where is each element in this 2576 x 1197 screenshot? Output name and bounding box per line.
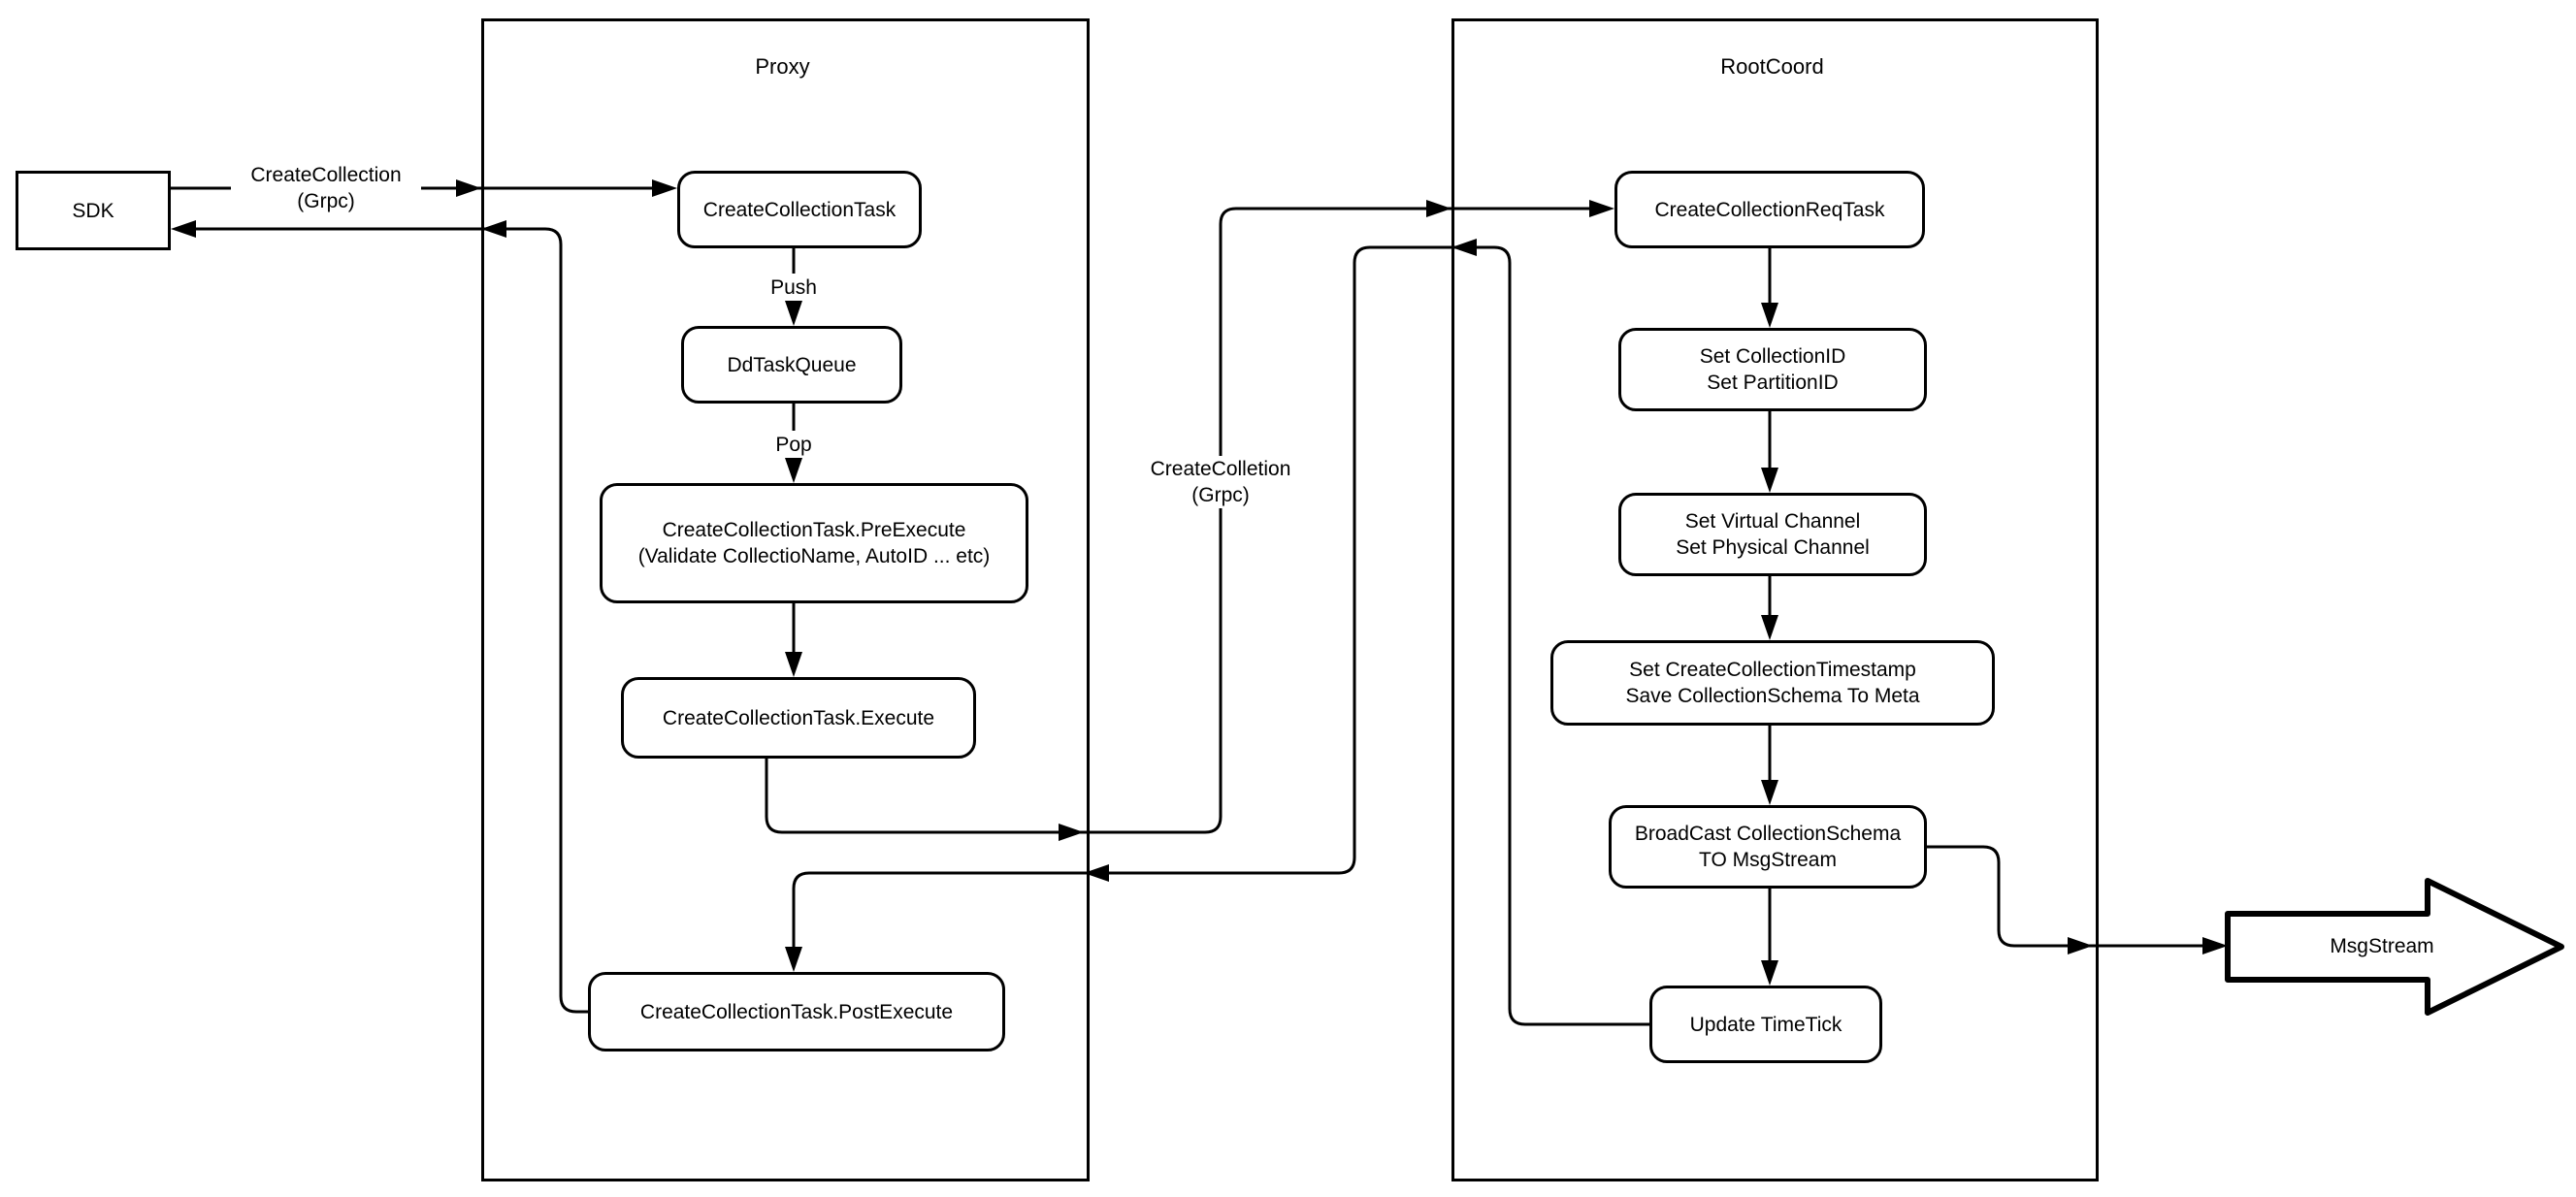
edge-label-create-collection-grpc: CreateCollection (Grpc) [231,162,421,214]
sdk-call-line1: CreateCollection [250,164,402,186]
pop-label: Pop [775,433,812,456]
node-dd-task-queue: DdTaskQueue [681,326,902,404]
edge-broadcast-to-msgstream [1927,845,2222,948]
edge-timetick-to-postexecute [792,245,1649,1026]
node-update-timetick: Update TimeTick [1649,986,1882,1063]
container-proxy [481,18,1090,1181]
node-sdk: SDK [16,171,171,250]
node-broadcast-collection-schema: BroadCast CollectionSchema TO MsgStream [1609,805,1927,889]
node-set-collection-partition-id: Set CollectionID Set PartitionID [1618,328,1927,411]
sdk-label: SDK [72,199,114,222]
proxy-call-line2: (Grpc) [1191,484,1250,506]
create-collection-task-label: CreateCollectionTask [702,198,897,221]
edge-execute-to-reqtask [765,207,1609,834]
node-create-collection-task: CreateCollectionTask [677,171,922,248]
post-execute-label: CreateCollectionTask.PostExecute [639,1000,954,1023]
proxy-call-line1: CreateColletion [1150,458,1291,480]
pre-execute-line1: CreateCollectionTask.PreExecute [662,519,966,541]
node-pre-execute: CreateCollectionTask.PreExecute (Validat… [600,483,1028,603]
update-timetick-label: Update TimeTick [1689,1013,1842,1036]
edge-label-pop: Pop [761,431,827,458]
node-post-execute: CreateCollectionTask.PostExecute [588,972,1005,1051]
node-create-collection-req-task: CreateCollectionReqTask [1614,171,1925,248]
set-channels-line2: Set Physical Channel [1676,536,1870,559]
arrowheads [171,179,2228,986]
pre-execute-line2: (Validate CollectioName, AutoID ... etc) [637,545,991,567]
msgstream-text: MsgStream [2330,935,2434,957]
broadcast-line2: TO MsgStream [1699,849,1837,871]
edge-label-create-colletion-grpc: CreateColletion (Grpc) [1125,456,1316,508]
push-label: Push [770,275,817,299]
proxy-title: Proxy [755,54,810,79]
set-timestamp-line1: Set CreateCollectionTimestamp [1629,659,1916,681]
edge-postexecute-to-sdk [177,227,588,1014]
sdk-call-line2: (Grpc) [297,190,355,212]
dd-task-queue-label: DdTaskQueue [727,353,857,376]
msgstream-label: MsgStream [2232,930,2532,963]
set-ids-line2: Set PartitionID [1707,372,1839,394]
msgstream-arrow-shape [2225,878,2564,1016]
edge-label-push: Push [757,274,831,301]
node-set-virtual-physical-channel: Set Virtual Channel Set Physical Channel [1618,493,1927,576]
rootcoord-title: RootCoord [1720,54,1824,79]
req-task-label: CreateCollectionReqTask [1654,198,1885,221]
set-channels-line1: Set Virtual Channel [1684,510,1861,533]
node-set-timestamp-save-schema: Set CreateCollectionTimestamp Save Colle… [1550,640,1995,726]
broadcast-line1: BroadCast CollectionSchema [1634,823,1902,845]
execute-label: CreateCollectionTask.Execute [662,706,935,729]
set-timestamp-line2: Save CollectionSchema To Meta [1625,685,1920,707]
set-ids-line1: Set CollectionID [1699,345,1846,368]
container-rootcoord [1451,18,2099,1181]
node-execute: CreateCollectionTask.Execute [621,677,976,759]
